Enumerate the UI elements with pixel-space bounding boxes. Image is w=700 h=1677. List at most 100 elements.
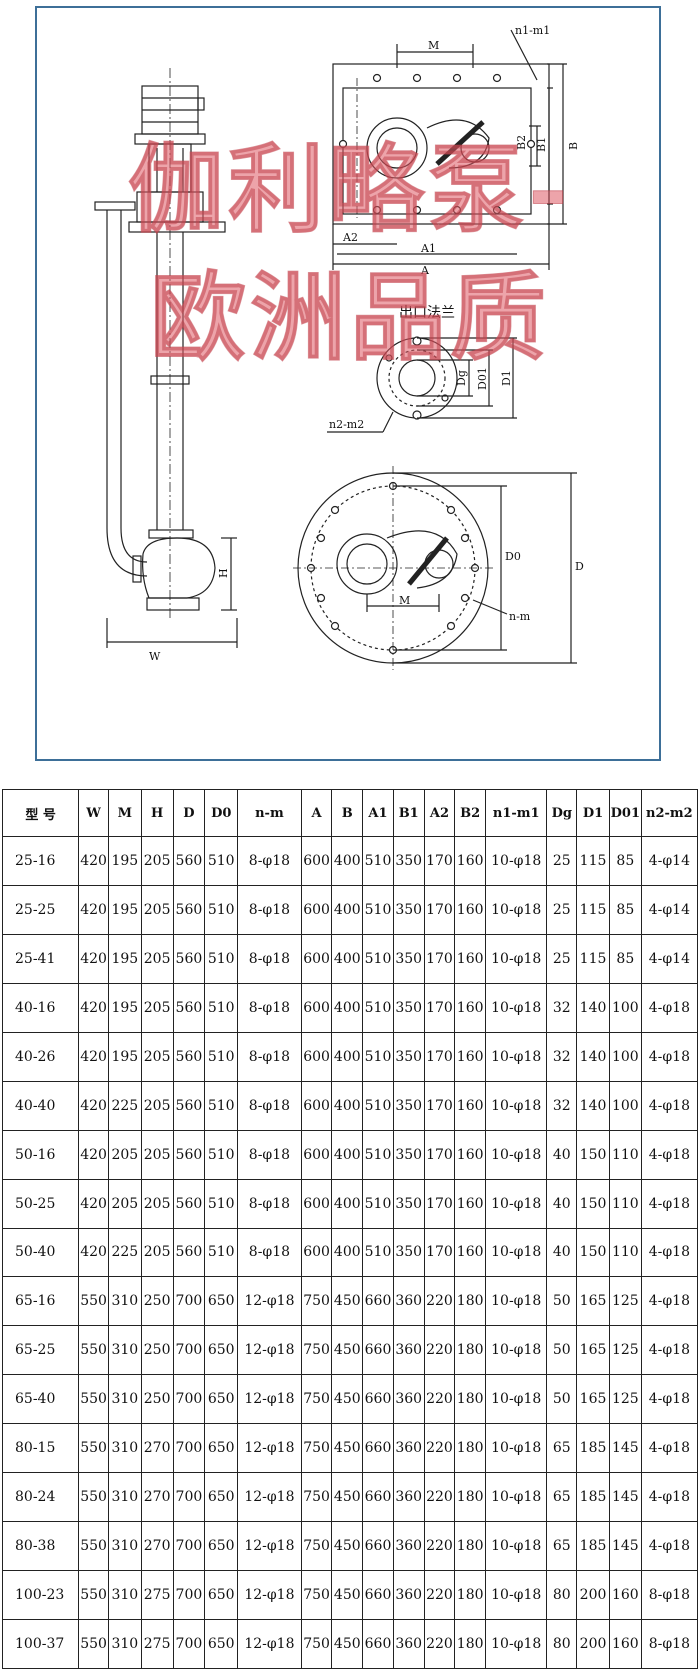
table-cell: 600 bbox=[300, 1227, 333, 1278]
table-cell: 660 bbox=[362, 1521, 394, 1572]
table-cell: 10-φ18 bbox=[485, 1521, 548, 1572]
table-cell: 550 bbox=[78, 1276, 109, 1327]
column-header: B1 bbox=[392, 789, 425, 837]
table-cell: 160 bbox=[454, 884, 487, 935]
table-cell: 560 bbox=[172, 1227, 206, 1278]
table-cell: 115 bbox=[576, 884, 610, 935]
table-cell: 450 bbox=[331, 1570, 364, 1620]
table-cell: 150 bbox=[576, 1178, 610, 1229]
table-cell: 400 bbox=[331, 1080, 364, 1131]
table-cell: 170 bbox=[423, 1227, 456, 1278]
table-cell: 700 bbox=[172, 1521, 206, 1572]
table-cell: 510 bbox=[362, 1227, 394, 1278]
table-cell: 250 bbox=[140, 1276, 174, 1327]
table-cell: 145 bbox=[608, 1472, 642, 1523]
table-cell: 65 bbox=[546, 1423, 578, 1474]
table-cell: 420 bbox=[78, 1031, 109, 1082]
table-cell: 50 bbox=[546, 1374, 578, 1425]
table-cell: 310 bbox=[107, 1472, 142, 1523]
table-cell: 205 bbox=[140, 1178, 174, 1229]
table-cell: 400 bbox=[331, 1129, 364, 1180]
table-cell: 750 bbox=[300, 1619, 333, 1669]
table-cell: 510 bbox=[362, 884, 394, 935]
label-n1-m1: n1-m1 bbox=[515, 24, 550, 37]
table-cell: 125 bbox=[608, 1374, 642, 1425]
table-cell: 4-φ14 bbox=[640, 933, 699, 984]
table-cell: 310 bbox=[107, 1276, 142, 1327]
model-cell: 65-40 bbox=[1, 1374, 80, 1425]
table-cell: 510 bbox=[362, 1129, 394, 1180]
table-cell: 400 bbox=[331, 884, 364, 935]
label-n-m: n-m bbox=[509, 610, 531, 623]
table-cell: 650 bbox=[204, 1423, 239, 1474]
table-cell: 360 bbox=[392, 1472, 425, 1523]
table-cell: 400 bbox=[331, 1227, 364, 1278]
table-cell: 600 bbox=[300, 1031, 333, 1082]
table-cell: 4-φ18 bbox=[640, 1080, 699, 1131]
table-cell: 350 bbox=[392, 1031, 425, 1082]
table-cell: 205 bbox=[140, 933, 174, 984]
table-cell: 25 bbox=[546, 836, 578, 886]
table-cell: 270 bbox=[140, 1521, 174, 1572]
model-cell: 40-16 bbox=[1, 982, 80, 1033]
table-cell: 400 bbox=[331, 1178, 364, 1229]
table-cell: 360 bbox=[392, 1325, 425, 1376]
table-cell: 450 bbox=[331, 1374, 364, 1425]
table-cell: 275 bbox=[140, 1570, 174, 1620]
table-cell: 160 bbox=[454, 1227, 487, 1278]
table-cell: 8-φ18 bbox=[237, 933, 302, 984]
table-cell: 700 bbox=[172, 1276, 206, 1327]
table-cell: 600 bbox=[300, 1129, 333, 1180]
table-cell: 205 bbox=[107, 1178, 142, 1229]
table-cell: 4-φ18 bbox=[640, 1276, 699, 1327]
table-cell: 510 bbox=[204, 836, 239, 886]
table-cell: 180 bbox=[454, 1374, 487, 1425]
table-cell: 160 bbox=[454, 1080, 487, 1131]
table-cell: 600 bbox=[300, 836, 333, 886]
table-cell: 310 bbox=[107, 1570, 142, 1620]
table-cell: 220 bbox=[423, 1374, 456, 1425]
table-cell: 250 bbox=[140, 1325, 174, 1376]
table-cell: 750 bbox=[300, 1472, 333, 1523]
table-cell: 650 bbox=[204, 1325, 239, 1376]
table-cell: 510 bbox=[204, 884, 239, 935]
table-cell: 12-φ18 bbox=[237, 1570, 302, 1620]
table-cell: 160 bbox=[454, 1178, 487, 1229]
table-cell: 8-φ18 bbox=[237, 1080, 302, 1131]
table-cell: 750 bbox=[300, 1325, 333, 1376]
table-cell: 4-φ18 bbox=[640, 1178, 699, 1229]
column-header: D1 bbox=[576, 789, 610, 837]
table-cell: 270 bbox=[140, 1472, 174, 1523]
mounting-plate-plan bbox=[332, 29, 567, 270]
column-header: Dg bbox=[546, 789, 578, 837]
table-cell: 560 bbox=[172, 1178, 206, 1229]
table-cell: 200 bbox=[576, 1619, 610, 1669]
table-cell: 10-φ18 bbox=[485, 836, 548, 886]
table-cell: 140 bbox=[576, 1031, 610, 1082]
table-cell: 225 bbox=[107, 1080, 142, 1131]
table-cell: 450 bbox=[331, 1521, 364, 1572]
table-cell: 660 bbox=[362, 1276, 394, 1327]
table-cell: 160 bbox=[454, 1031, 487, 1082]
pump-side-view bbox=[94, 68, 238, 648]
table-cell: 32 bbox=[546, 1031, 578, 1082]
table-cell: 310 bbox=[107, 1423, 142, 1474]
table-cell: 600 bbox=[300, 933, 333, 984]
table-cell: 650 bbox=[204, 1521, 239, 1572]
table-cell: 8-φ18 bbox=[237, 1031, 302, 1082]
table-cell: 205 bbox=[140, 1080, 174, 1131]
table-cell: 4-φ14 bbox=[640, 884, 699, 935]
table-cell: 180 bbox=[454, 1276, 487, 1327]
table-cell: 700 bbox=[172, 1325, 206, 1376]
table-cell: 310 bbox=[107, 1521, 142, 1572]
table-cell: 550 bbox=[78, 1619, 109, 1669]
table-cell: 220 bbox=[423, 1521, 456, 1572]
label-B1: B1 bbox=[535, 137, 548, 152]
table-cell: 550 bbox=[78, 1423, 109, 1474]
table-cell: 220 bbox=[423, 1570, 456, 1620]
